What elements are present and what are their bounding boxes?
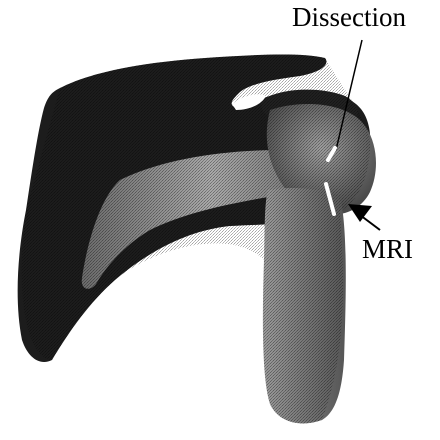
mri-arrow [348,204,380,230]
mri-label: MRI [362,236,413,263]
dither-overlay [22,55,371,424]
dissection-label: Dissection [292,4,406,31]
